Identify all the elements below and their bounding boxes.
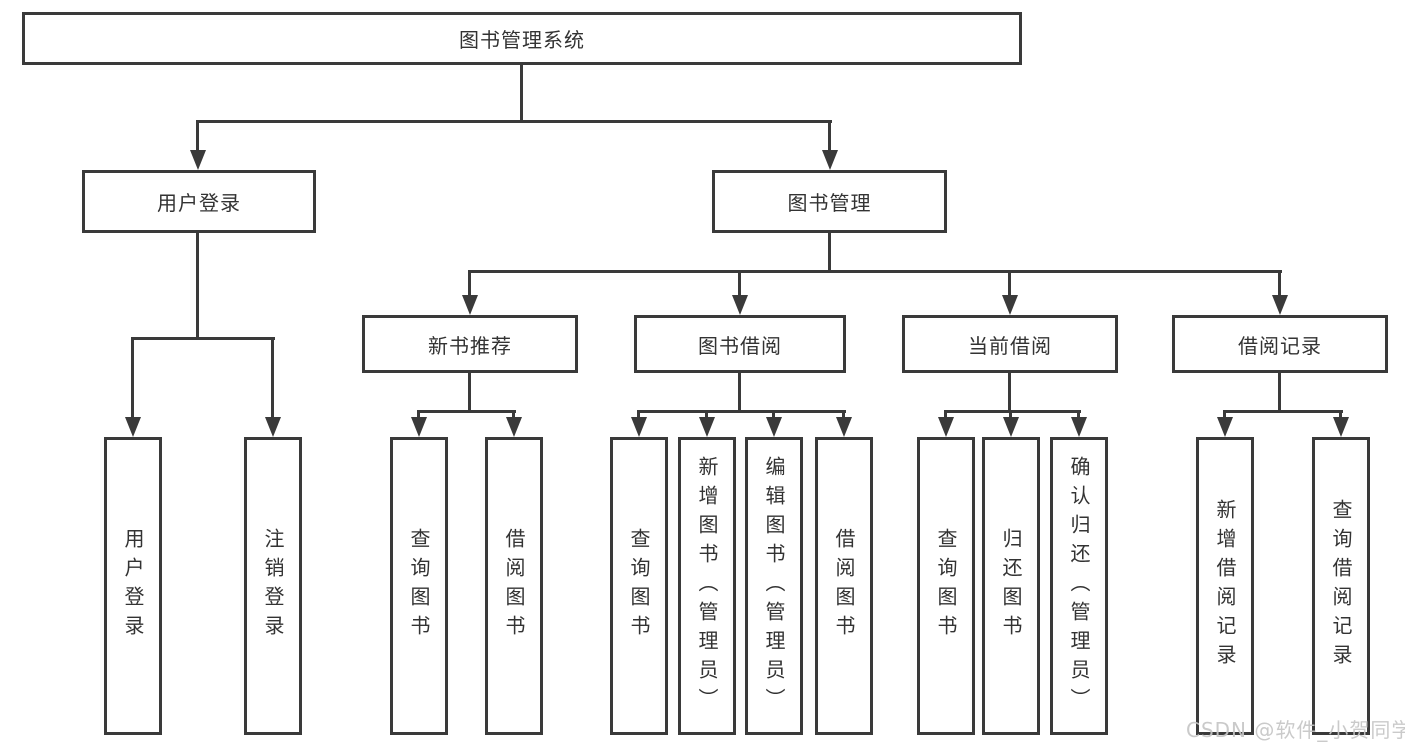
- arrow-to-leaf-borrow-books-2: [836, 417, 852, 437]
- node-new-book-recommend: 新书推荐: [362, 315, 578, 373]
- connector-stub: [842, 410, 845, 419]
- arrow-to-leaf-borrow-books-1: [506, 417, 522, 437]
- leaf-query-borrow-record-label: 查询借阅记录: [1329, 499, 1353, 673]
- leaf-user-login-label: 用户登录: [121, 528, 145, 644]
- node-book-management-system-label: 图书管理系统: [459, 28, 585, 52]
- connector-stub: [944, 410, 947, 419]
- node-book-management-label: 图书管理: [787, 191, 872, 215]
- leaf-user-login: 用户登录: [104, 437, 162, 735]
- node-book-management-system: 图书管理系统: [22, 12, 1022, 65]
- connector-to-borrow-records: [1278, 270, 1281, 298]
- node-borrow-records-label: 借阅记录: [1238, 333, 1322, 358]
- leaf-query-books-borrow: 查询图书: [610, 437, 668, 735]
- leaf-query-borrow-record: 查询借阅记录: [1312, 437, 1370, 735]
- connector-stub: [1077, 410, 1080, 419]
- leaf-return-books-label: 归还图书: [999, 528, 1023, 644]
- connector-new-book-recommend-stem: [468, 373, 471, 413]
- connector-book-management-rail: [468, 270, 1282, 273]
- node-new-book-recommend-label: 新书推荐: [428, 333, 512, 358]
- connector-user-login-rail: [131, 337, 275, 340]
- connector-stub: [772, 410, 775, 419]
- arrow-to-user-login: [190, 150, 206, 170]
- node-book-borrow: 图书借阅: [634, 315, 846, 373]
- arrow-to-leaf-return-books: [1003, 417, 1019, 437]
- connector-stub: [1009, 410, 1012, 419]
- connector-stub: [417, 410, 420, 419]
- arrow-to-leaf-add-books: [699, 417, 715, 437]
- connector-to-book-management: [828, 120, 831, 153]
- node-current-borrow-label: 当前借阅: [968, 333, 1052, 358]
- connector-to-book-borrow: [738, 270, 741, 298]
- connector-book-management-stem: [828, 233, 831, 273]
- leaf-logout: 注销登录: [244, 437, 302, 735]
- arrow-to-leaf-query-books-1: [411, 417, 427, 437]
- connector-root-rail: [196, 120, 832, 123]
- connector-book-borrow-stem: [738, 373, 741, 413]
- connector-stub: [1339, 410, 1342, 419]
- connector-stub: [1223, 410, 1226, 419]
- arrow-to-leaf-confirm-return: [1071, 417, 1087, 437]
- leaf-edit-books-admin: 编辑图书（管理员）: [745, 437, 803, 735]
- leaf-query-books-current: 查询图书: [917, 437, 975, 735]
- leaf-query-books-borrow-label: 查询图书: [627, 528, 651, 644]
- connector-current-borrow-stem: [1008, 373, 1011, 413]
- leaf-borrow-books-label: 借阅图书: [832, 528, 856, 644]
- leaf-add-borrow-record-label: 新增借阅记录: [1213, 499, 1237, 673]
- leaf-query-books-current-label: 查询图书: [934, 528, 958, 644]
- connector-to-new-book-recommend: [468, 270, 471, 298]
- leaf-query-books-recommend: 查询图书: [390, 437, 448, 735]
- leaf-confirm-return-admin: 确认归还（管理员）: [1050, 437, 1108, 735]
- leaf-borrow-books: 借阅图书: [815, 437, 873, 735]
- connector-new-book-recommend-rail: [417, 410, 516, 413]
- arrow-to-leaf-query-books-3: [938, 417, 954, 437]
- leaf-add-borrow-record: 新增借阅记录: [1196, 437, 1254, 735]
- arrow-to-new-book-recommend: [462, 295, 478, 315]
- node-user-login: 用户登录: [82, 170, 316, 233]
- connector-to-leaf-user-login: [131, 337, 134, 420]
- leaf-borrow-books-recommend: 借阅图书: [485, 437, 543, 735]
- connector-user-login-stem: [196, 233, 199, 339]
- arrow-to-book-management: [822, 150, 838, 170]
- connector-borrow-records-stem: [1278, 373, 1281, 413]
- leaf-borrow-books-recommend-label: 借阅图书: [502, 528, 526, 644]
- arrow-to-leaf-add-borrow-record: [1217, 417, 1233, 437]
- leaf-return-books: 归还图书: [982, 437, 1040, 735]
- connector-to-user-login: [196, 120, 199, 153]
- arrow-to-leaf-edit-books: [766, 417, 782, 437]
- arrow-to-leaf-query-books-2: [631, 417, 647, 437]
- leaf-add-books-admin-label: 新增图书（管理员）: [695, 455, 719, 717]
- node-user-login-label: 用户登录: [157, 191, 241, 215]
- connector-to-leaf-logout: [271, 337, 274, 420]
- node-current-borrow: 当前借阅: [902, 315, 1118, 373]
- csdn-watermark: CSDN @软件_小贺同学: [1186, 718, 1405, 742]
- connector-stub: [705, 410, 708, 419]
- leaf-confirm-return-admin-label: 确认归还（管理员）: [1067, 455, 1091, 717]
- arrow-to-leaf-query-borrow-record: [1333, 417, 1349, 437]
- leaf-logout-label: 注销登录: [261, 528, 285, 644]
- leaf-edit-books-admin-label: 编辑图书（管理员）: [762, 455, 786, 717]
- leaf-add-books-admin: 新增图书（管理员）: [678, 437, 736, 735]
- connector-stub: [512, 410, 515, 419]
- connector-to-current-borrow: [1008, 270, 1011, 298]
- arrow-to-leaf-user-login: [125, 417, 141, 437]
- arrow-to-book-borrow: [732, 295, 748, 315]
- connector-stub: [637, 410, 640, 419]
- arrow-to-leaf-logout: [265, 417, 281, 437]
- node-book-management: 图书管理: [712, 170, 947, 233]
- connector-book-borrow-rail: [637, 410, 846, 413]
- node-book-borrow-label: 图书借阅: [698, 333, 782, 358]
- node-borrow-records: 借阅记录: [1172, 315, 1388, 373]
- connector-root-stem: [520, 65, 523, 122]
- arrow-to-current-borrow: [1002, 295, 1018, 315]
- arrow-to-borrow-records: [1272, 295, 1288, 315]
- connector-borrow-records-rail: [1223, 410, 1343, 413]
- connector-current-borrow-rail: [944, 410, 1081, 413]
- leaf-query-books-recommend-label: 查询图书: [407, 528, 431, 644]
